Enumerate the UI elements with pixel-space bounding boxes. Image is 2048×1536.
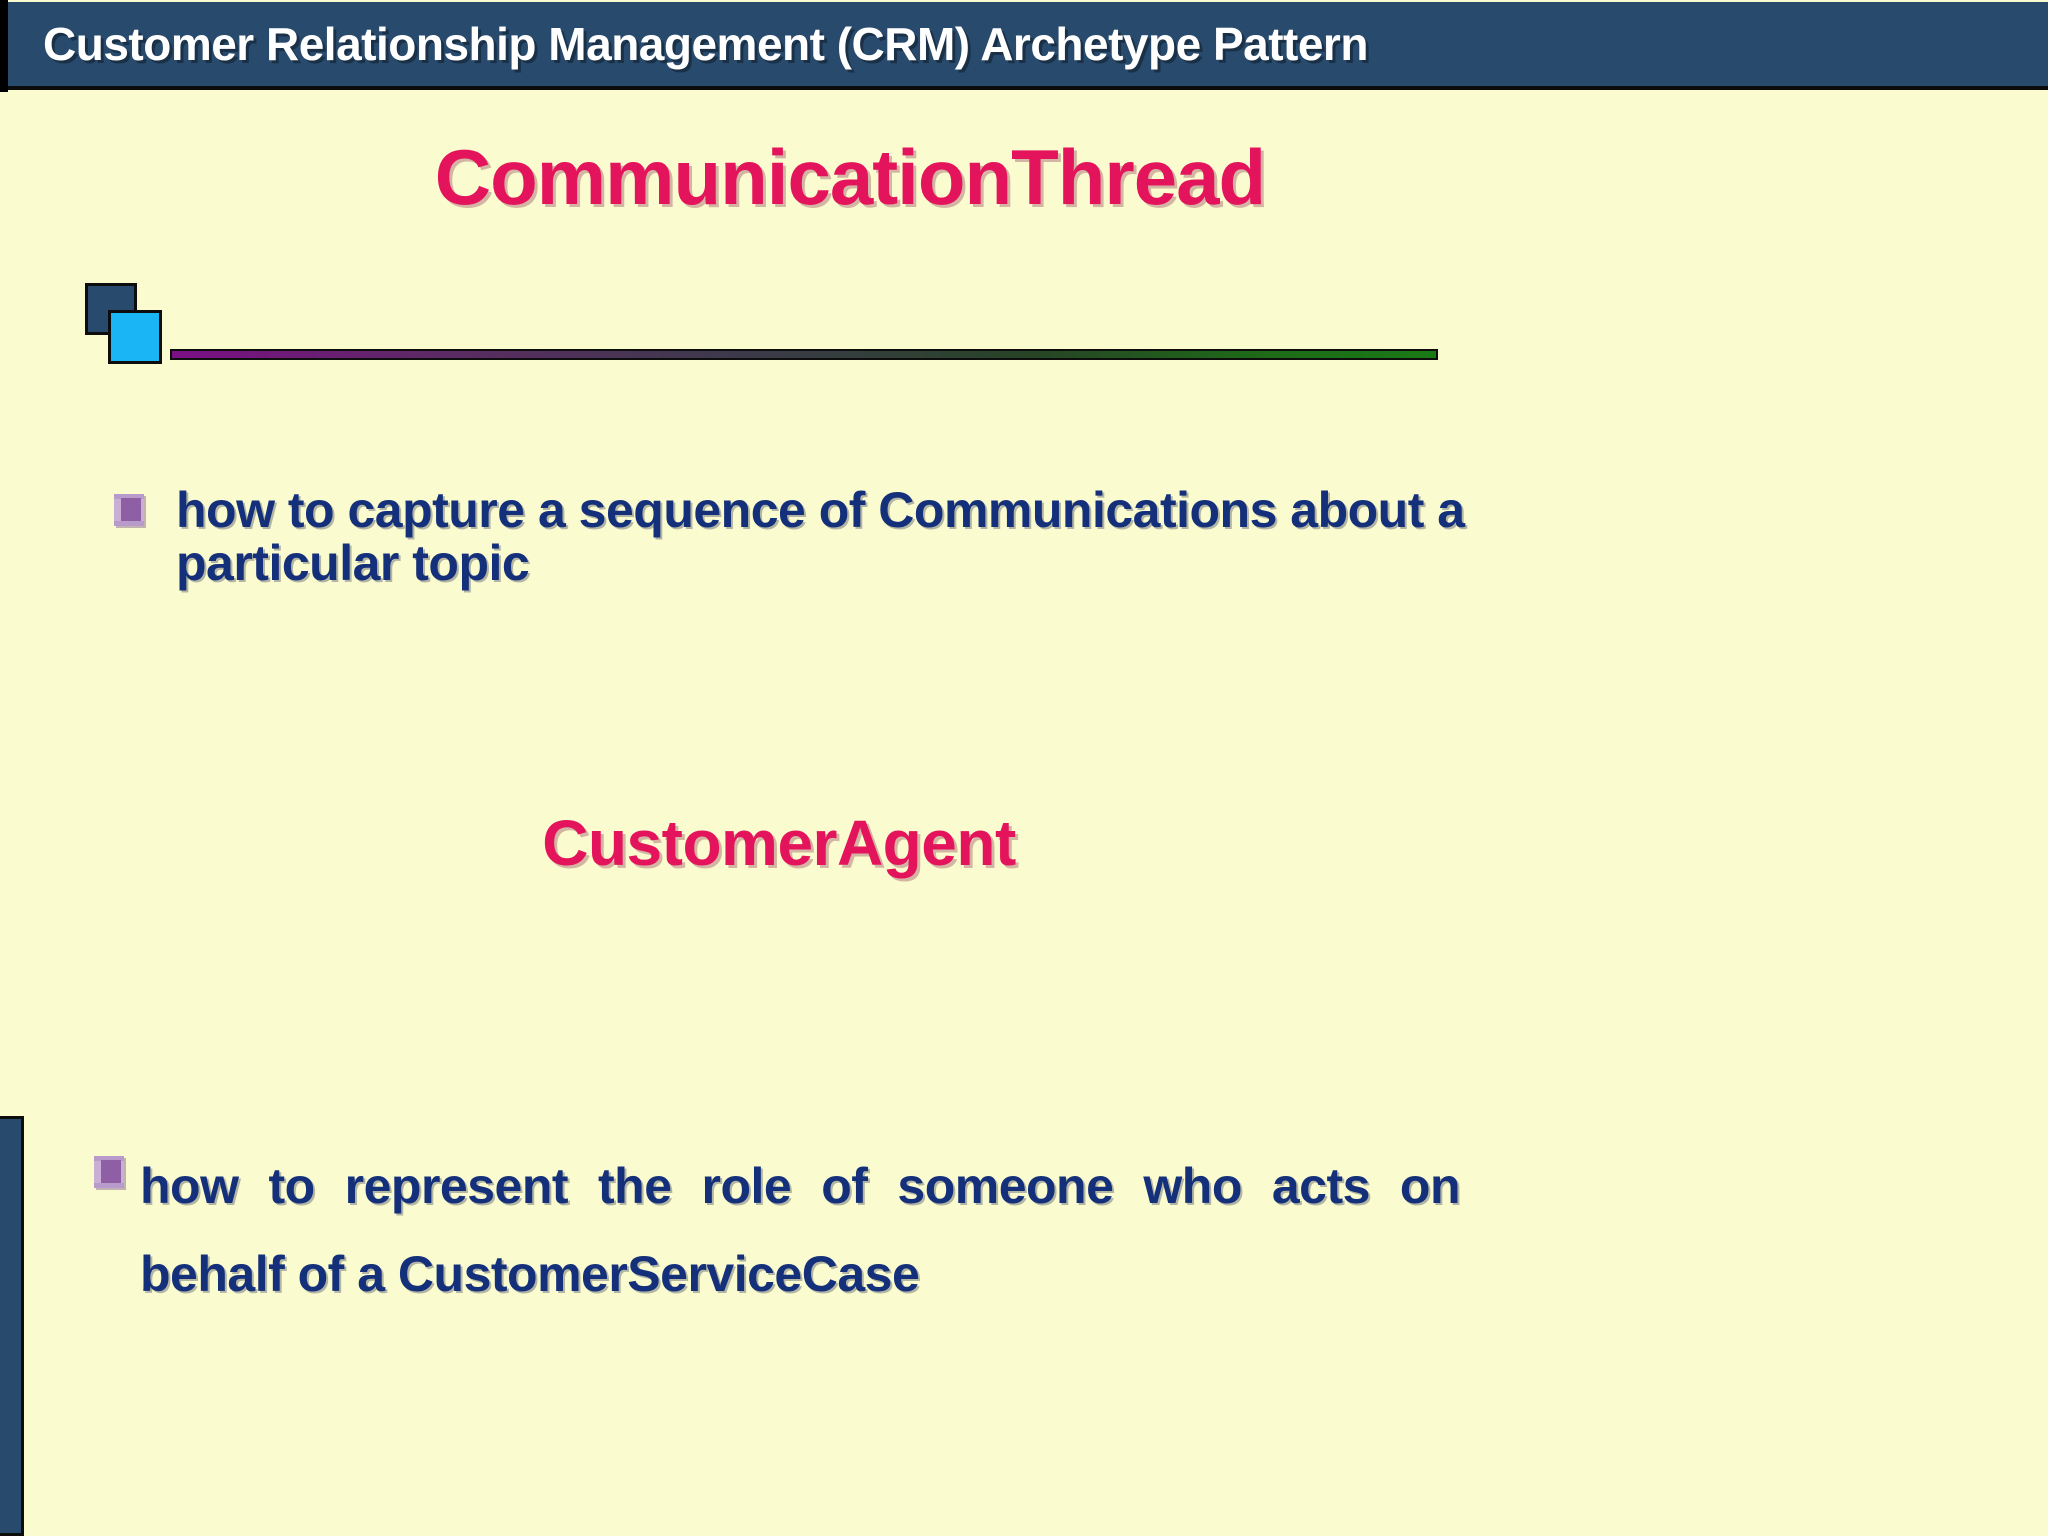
header-bar: Customer Relationship Management (CRM) A… (8, 2, 2048, 90)
left-accent-bar (0, 1116, 24, 1536)
page-title: Customer Relationship Management (CRM) A… (43, 18, 1368, 70)
decorative-gradient-rule (170, 349, 1438, 360)
list-item: how to capture a sequence of Communicati… (112, 484, 1512, 589)
decorative-square-cyan-icon (108, 310, 162, 364)
bullet-text-line-1: how to represent the role of someone who… (140, 1158, 1461, 1214)
bullet-text-line-2: behalf of a CustomerServiceCase (140, 1245, 920, 1302)
header-left-edge (0, 0, 8, 92)
bullet-block-communication-thread: how to capture a sequence of Communicati… (112, 484, 1512, 589)
purple-box-bullet-icon (112, 494, 146, 528)
purple-box-bullet-icon (92, 1156, 126, 1190)
section-heading-communication-thread: CommunicationThread (434, 133, 1266, 221)
bullet-text: how to capture a sequence of Communicati… (176, 482, 1465, 591)
bullet-text: how to represent the role of someone who… (140, 1148, 1461, 1313)
list-item: how to represent the role of someone who… (92, 1148, 1462, 1313)
bullet-block-customer-agent: how to represent the role of someone who… (92, 1148, 1462, 1313)
section-heading-customer-agent: CustomerAgent (542, 807, 1016, 879)
